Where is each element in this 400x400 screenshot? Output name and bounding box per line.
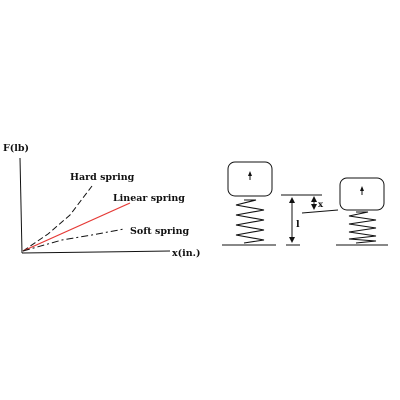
deflection-label: x (318, 200, 324, 210)
mass-arrow-up-icon-1 (248, 171, 252, 180)
hard-spring-curve (22, 185, 93, 252)
x-axis-label: x(in.) (172, 248, 200, 259)
force-deflection-graph: F(lb) x(in.) Hard spring Linear spring S… (3, 143, 200, 259)
spring-unloaded (222, 161, 276, 246)
soft-spring-label: Soft spring (130, 226, 189, 237)
x-axis (21, 250, 171, 254)
coil-spring-2 (348, 211, 377, 244)
rest-length-label: l (296, 219, 300, 230)
linear-spring-curve (22, 202, 131, 252)
linear-spring-label: Linear spring (113, 193, 185, 204)
dimension-annotations: l x (281, 194, 339, 246)
y-axis (19, 157, 23, 254)
soft-spring-curve (22, 228, 125, 252)
y-axis-label: F(lb) (3, 143, 29, 154)
coil-spring-1 (235, 199, 265, 244)
mass-arrow-up-icon-2 (360, 186, 364, 195)
hard-spring-label: Hard spring (70, 172, 135, 183)
compressed-reference-line (301, 209, 339, 214)
spring-compressed (336, 177, 388, 246)
